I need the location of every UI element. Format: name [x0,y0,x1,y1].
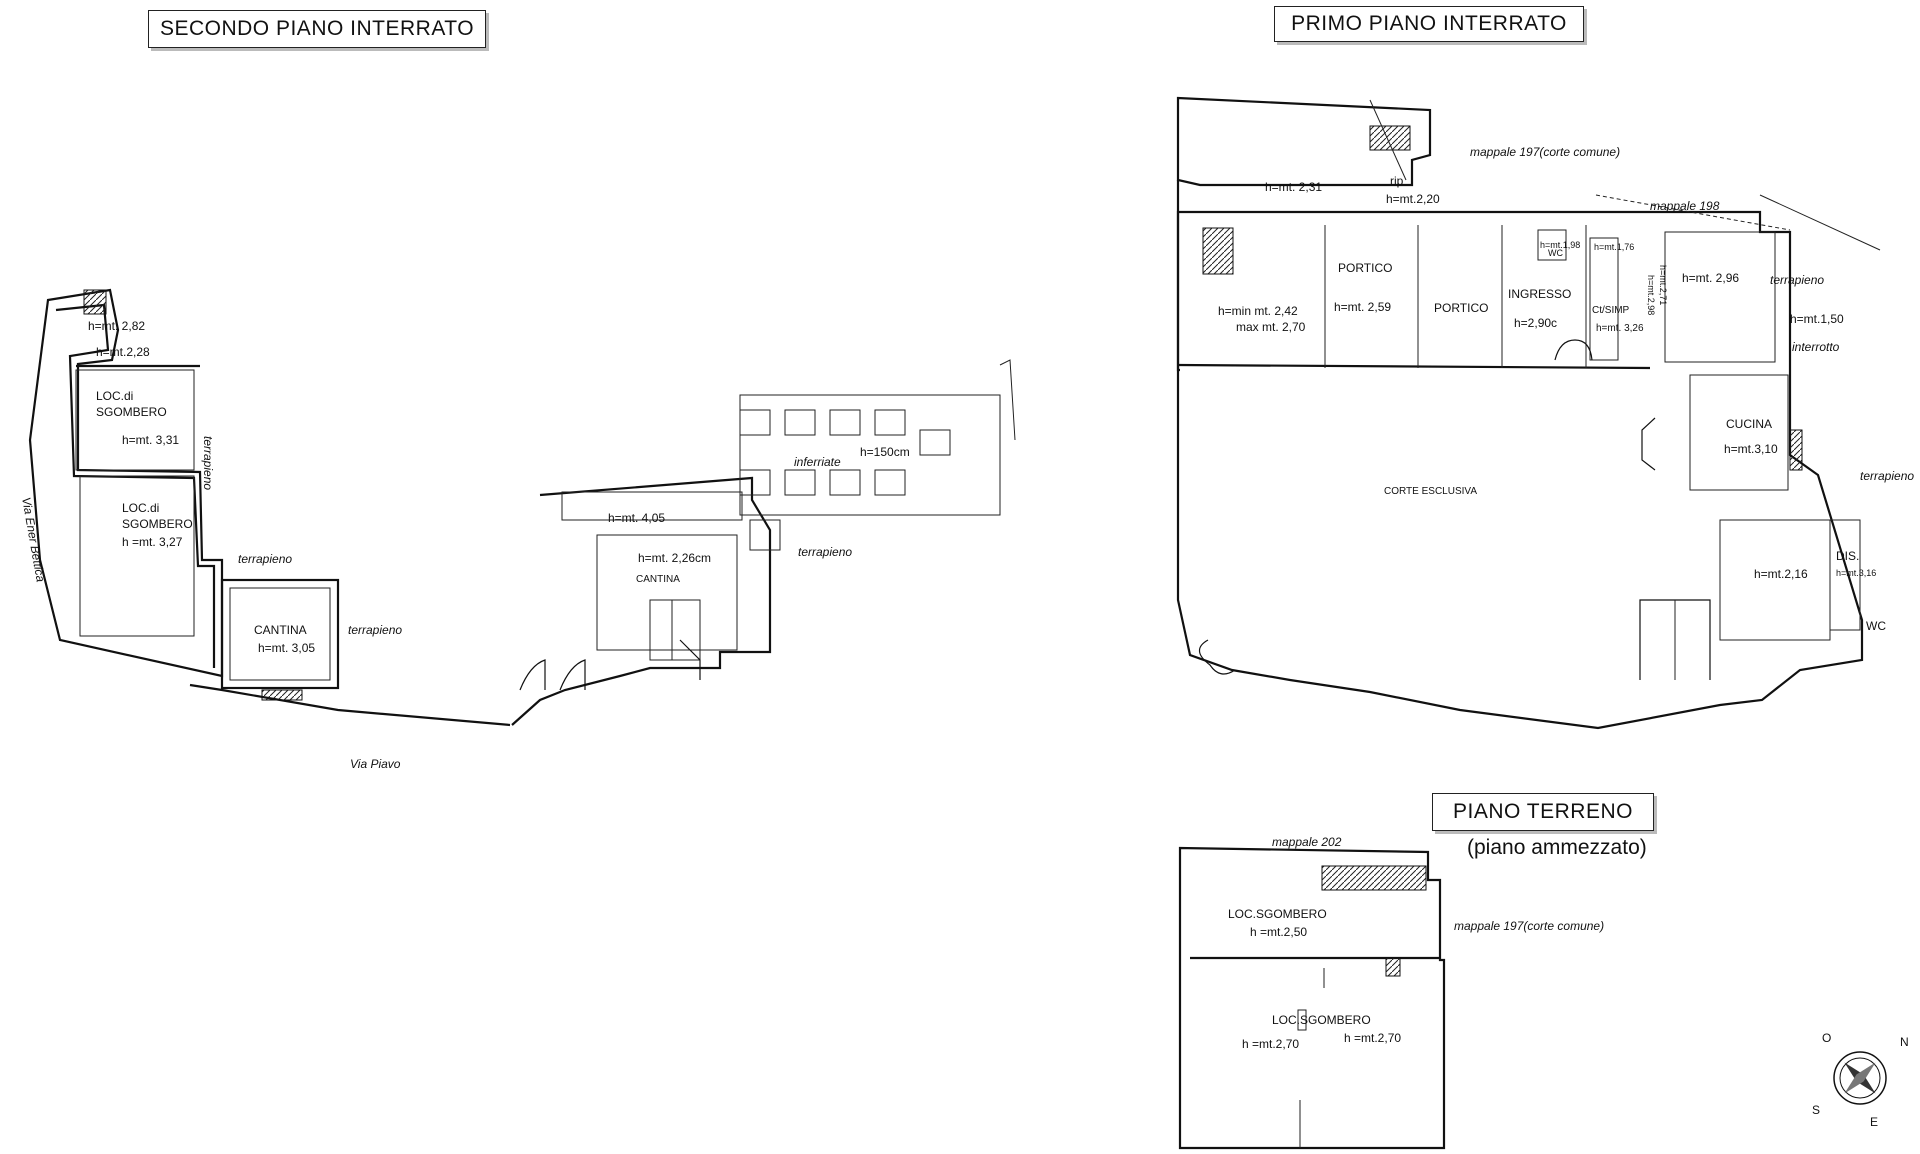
label-h327: h =mt. 3,27 [122,535,183,549]
title-secondo-text: SECONDO PIANO INTERRATO [159,17,475,40]
terreno-labels: mappale 202 mappale 197(corte comune) LO… [1228,835,1604,1051]
label-mappale198: mappale 198 [1650,199,1720,213]
label-h228: h=mt.2,28 [96,345,150,359]
stairs [1369,125,1411,151]
label-wc-2: WC [1866,619,1886,633]
title-secondo-piano-interrato: SECONDO PIANO INTERRATO [148,10,486,48]
label-h231: h=mt. 2,31 [1265,180,1322,194]
label-mappale202: mappale 202 [1272,835,1342,849]
label-h250: h =mt.2,50 [1250,925,1307,939]
title-primo-text: PRIMO PIANO INTERRATO [1291,12,1567,35]
label-mappale197b: mappale 197(corte comune) [1454,919,1604,933]
secondo-piano-plan [28,288,1016,727]
label-terrapieno-2: terrapieno [348,623,402,637]
label-h270b: h =mt.2,70 [1344,1031,1401,1045]
label-interrotto: interrotto [1792,340,1840,354]
label-h150b: h=mt.1,50 [1790,312,1844,326]
compass-rose-icon: O N S E [1812,1031,1909,1129]
secondo-labels: h=mt. 2,82 h=mt.2,28 LOC.di SGOMBERO h=m… [19,319,910,771]
label-h270a: h =mt.2,70 [1242,1037,1299,1051]
label-cantina: CANTINA [254,623,307,637]
label-ctsimp: Ct/SIMP [1592,305,1630,316]
label-h198: h=mt.1,98 [1540,240,1580,250]
compass-e: E [1870,1115,1878,1129]
label-hmax: max mt. 2,70 [1236,320,1306,334]
label-h298: h=mt.2,98 [1646,275,1656,315]
label-h220: h=mt.2,20 [1386,192,1440,206]
label-terrapieno-1: terrapieno [238,552,292,566]
stairs [1321,865,1427,891]
label-loc1b: SGOMBERO [96,405,167,419]
label-mappale197: mappale 197(corte comune) [1470,145,1620,159]
title-terreno-text: PIANO TERRENO [1453,800,1633,823]
label-dis: DIS. [1836,549,1859,563]
label-h316: h=mt.3,16 [1836,568,1876,578]
compass-o: O [1822,1031,1831,1045]
label-terrapieno-4: terrapieno [1770,273,1824,287]
label-inferriate: inferriate [794,455,841,469]
label-rip: rip [1390,174,1404,188]
label-wc-1: WC [1548,248,1563,258]
title-piano-terreno-subtitle: (piano ammezzato) [1467,836,1647,859]
label-h290: h=2,90c [1514,316,1557,330]
label-terrapieno-vertical: terrapieno [201,436,215,490]
stairs [83,289,107,315]
title-piano-terreno: PIANO TERRENO [1432,793,1654,831]
label-loc1a: LOC.di [96,389,133,403]
label-cucina: CUCINA [1726,417,1772,431]
label-h259: h=mt. 2,59 [1334,300,1391,314]
label-h226: h=mt. 2,26cm [638,551,711,565]
label-h216: h=mt.2,16 [1754,567,1808,581]
label-h271: h=mt.2,71 [1658,265,1668,305]
label-corte: CORTE ESCLUSIVA [1384,486,1477,497]
primo-labels: mappale 197(corte comune) mappale 198 h=… [1218,145,1914,633]
label-terrapieno-5: terrapieno [1860,469,1914,483]
label-cantina-2: CANTINA [636,574,680,585]
label-h296: h=mt. 2,96 [1682,271,1739,285]
label-h305: h=mt. 3,05 [258,641,315,655]
label-h405: h=mt. 4,05 [608,511,665,525]
label-h310: h=mt.3,10 [1724,442,1778,456]
label-h176: h=mt.1,76 [1594,242,1634,252]
stairs [1202,227,1234,275]
label-locs-2: LOC.SGOMBERO [1272,1013,1371,1027]
label-locs-1: LOC.SGOMBERO [1228,907,1327,921]
label-h150: h=150cm [860,445,910,459]
label-h326: h=mt. 3,26 [1596,323,1644,334]
terreno-plan [1178,846,1446,1150]
primo-piano-plan [1176,96,1881,730]
label-h282: h=mt. 2,82 [88,319,145,333]
label-h331: h=mt. 3,31 [122,433,179,447]
label-via-piave: Via Piavo [350,757,401,771]
title-primo-piano-interrato: PRIMO PIANO INTERRATO [1274,6,1584,42]
label-loc2a: LOC.di [122,501,159,515]
label-loc2b: SGOMBERO [122,517,193,531]
compass-s: S [1812,1103,1820,1117]
inferriate-grid [739,359,1016,551]
label-terrapieno-3: terrapieno [798,545,852,559]
label-portico-2: PORTICO [1434,301,1488,315]
label-portico-1: PORTICO [1338,261,1392,275]
label-via-ener: Via Ener Bettica [19,496,48,583]
compass-n: N [1900,1035,1909,1049]
label-hmin: h=min mt. 2,42 [1218,304,1298,318]
label-ingresso: INGRESSO [1508,287,1571,301]
